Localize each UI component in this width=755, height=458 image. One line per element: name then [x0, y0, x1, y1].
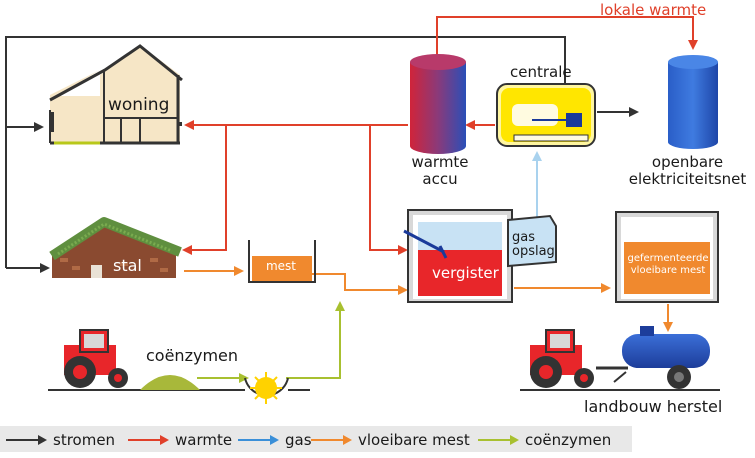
woning-label: woning [108, 95, 170, 115]
landbouw-herstel-label: landbouw herstel [584, 397, 723, 416]
coenzymen-lines [197, 301, 345, 383]
vergister-label: vergister [432, 264, 499, 282]
vergister-tank [403, 209, 513, 303]
gas-opslag-label: gas opslag [512, 230, 555, 259]
centrale-unit [496, 83, 596, 147]
lokale-warmte-label: lokale warmte [600, 1, 707, 19]
legend-item-stromen: stromen [6, 430, 115, 450]
tractor-icon-2 [530, 329, 594, 388]
woning-house [49, 44, 183, 145]
warmte-accu [410, 54, 466, 154]
legend-label: stromen [53, 431, 116, 449]
gefermenteerde-label: gefermenteerde vloeibare mest [627, 253, 709, 276]
coenzymen-ground [48, 372, 310, 404]
legend-label: warmte [175, 431, 233, 449]
coenzymen-label: coënzymen [146, 346, 239, 365]
warmte-accu-label: warmte accu [411, 153, 469, 188]
legend-label: gas [285, 431, 312, 449]
gefermenteerde-tank [615, 211, 719, 303]
stal-barn [49, 217, 182, 278]
vloeibare-mest-label: vloeibare mest [253, 245, 309, 273]
vloeibare-mest-tank [248, 240, 316, 283]
gas-opslag [507, 214, 557, 268]
centrale-label: centrale [510, 63, 572, 81]
legend-item-warmte: warmte [128, 430, 232, 450]
legend-label: vloeibare mest [358, 431, 470, 449]
legend-label: coënzymen [525, 431, 612, 449]
openbare-net-tank [668, 55, 718, 149]
stromen-lines [5, 36, 639, 273]
openbare-net-label: openbare elektriciteitsnet [628, 153, 747, 188]
mest-tanker [520, 326, 720, 391]
legend-item-vloeibare-mest: vloeibare mest [311, 430, 470, 450]
legend-item-gas: gas [238, 430, 312, 450]
tractor-icon [64, 329, 128, 388]
warmte-lines [182, 16, 698, 255]
legend-item-coenzymen: coënzymen [478, 430, 611, 450]
stal-label: stal [113, 256, 142, 275]
